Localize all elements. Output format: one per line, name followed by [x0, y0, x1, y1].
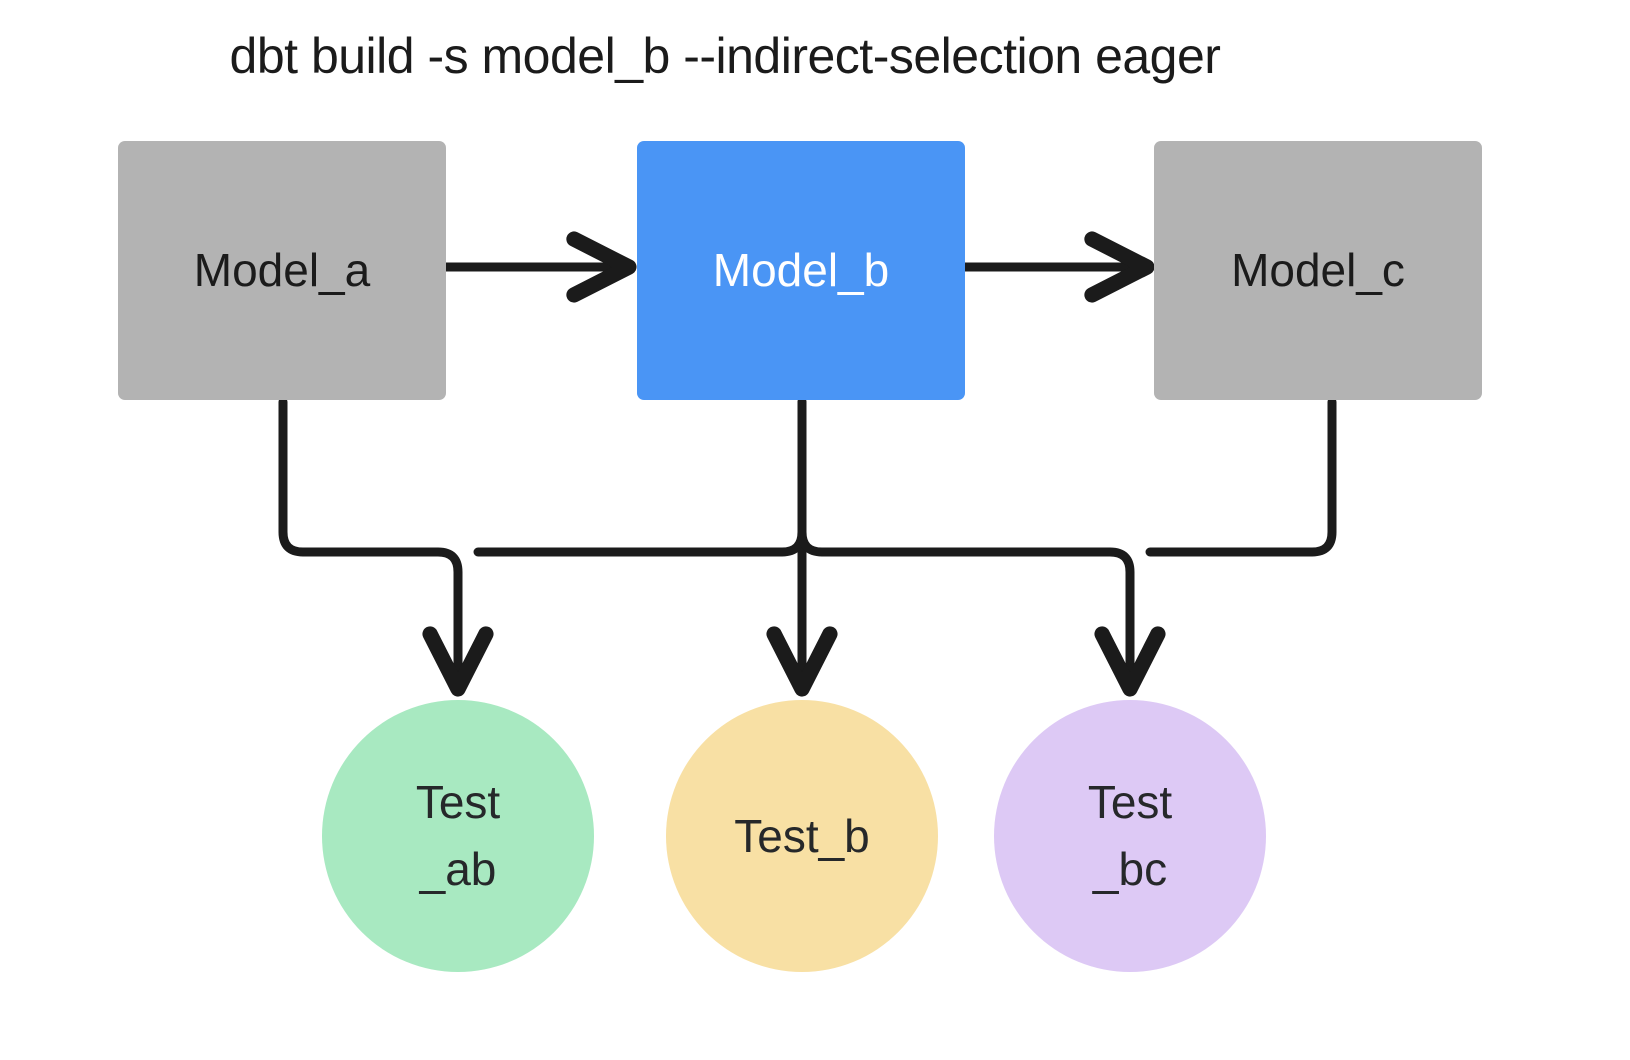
- edge-model-b-to-test-bc: [797, 397, 1166, 697]
- node-model-a-label: Model_a: [193, 244, 371, 297]
- edge-model-b-to-test-ab: [473, 397, 807, 557]
- node-test-bc-label-line2: _bc: [1092, 843, 1168, 895]
- node-test-ab[interactable]: Test _ab: [322, 700, 594, 972]
- edge-model-c-to-test-bc: [1145, 397, 1337, 557]
- node-test-b-label-line1: Test_b: [734, 809, 870, 862]
- node-test-b[interactable]: Test_b: [666, 700, 938, 972]
- node-model-c[interactable]: Model_c: [1154, 141, 1482, 400]
- diagram-title: dbt build -s model_b --indirect-selectio…: [229, 28, 1221, 84]
- node-test-bc-label-line1: Test: [1087, 776, 1173, 829]
- node-test-ab-label-line1: Test: [415, 776, 501, 829]
- node-model-b-label: Model_b: [712, 244, 890, 297]
- node-test-bc[interactable]: Test _bc: [994, 700, 1266, 972]
- edge-model-a-to-test-ab: [278, 397, 494, 697]
- node-model-c-label: Model_c: [1231, 244, 1405, 297]
- node-test-ab-label-line2: _ab: [419, 843, 497, 895]
- node-model-a[interactable]: Model_a: [118, 141, 446, 400]
- node-model-b[interactable]: Model_b: [637, 141, 965, 400]
